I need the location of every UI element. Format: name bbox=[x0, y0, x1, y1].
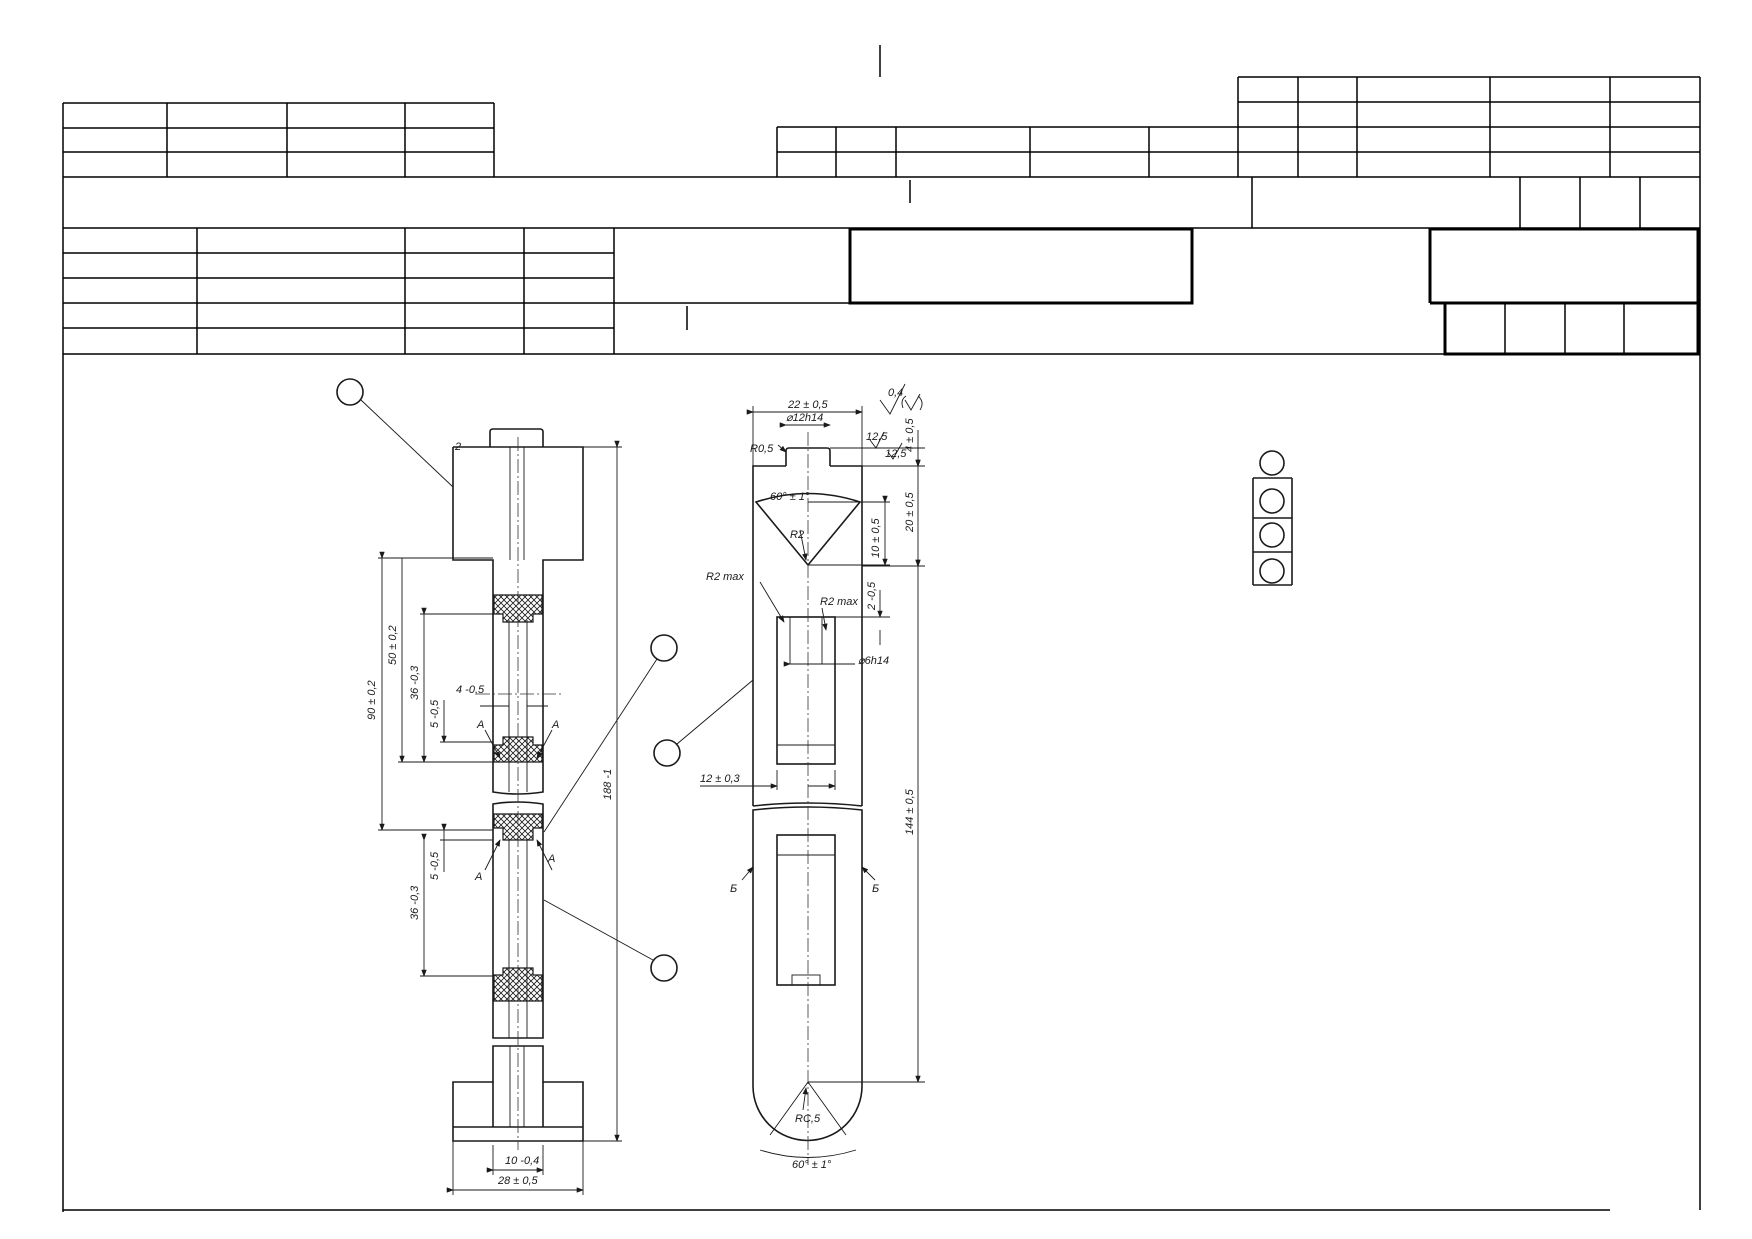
dim-label: 60° ± 1° bbox=[792, 1159, 832, 1171]
dim-label: R0,5 bbox=[750, 443, 774, 455]
dim-label: 90 ± 0,2 bbox=[366, 680, 378, 720]
dim-label: 12 ± 0,3 bbox=[700, 773, 741, 785]
section-label: A bbox=[474, 871, 482, 883]
title-block bbox=[62, 45, 1701, 1212]
dim-label: 144 ± 0,5 bbox=[904, 788, 916, 835]
header-grid-top-right bbox=[776, 76, 1701, 1210]
dim-label: 12,5 bbox=[866, 431, 888, 443]
callout-stack bbox=[1252, 450, 1293, 586]
section-label: A bbox=[547, 853, 555, 865]
dim-label: 28 ± 0,5 bbox=[497, 1175, 539, 1187]
callout-circle-1 bbox=[336, 378, 364, 406]
dim-label: 20 ± 0,5 bbox=[904, 491, 916, 533]
dim-label: ⌀6h14 bbox=[858, 655, 889, 667]
callout-circle-2 bbox=[650, 634, 678, 662]
header-grid-top-left bbox=[62, 102, 495, 1212]
callout-circle-3 bbox=[653, 739, 681, 767]
dim-label: 2 -0,5 bbox=[866, 581, 878, 611]
callout-circle-4 bbox=[650, 954, 678, 982]
section-label: Б bbox=[872, 883, 879, 895]
dim-label: 5 -0,5 bbox=[429, 851, 441, 880]
dim-label: R2 max bbox=[820, 596, 858, 608]
right-view: 22 ± 0,5 ⌀12h14 R0,5 12,5 12,5 4 ± 0,5 6… bbox=[700, 383, 925, 1171]
header-grid-lower-left bbox=[63, 228, 850, 354]
header-band bbox=[63, 176, 1700, 229]
dim-label: RC,5 bbox=[795, 1113, 821, 1125]
dim-label: 5 -0,5 bbox=[429, 699, 441, 728]
dim-label: 4 -0,5 bbox=[456, 684, 485, 696]
dim-label: R2 bbox=[790, 529, 804, 541]
dim-label: ⌀12h14 bbox=[786, 412, 823, 424]
dim-label: 10 -0,4 bbox=[505, 1155, 539, 1167]
callouts bbox=[336, 378, 1293, 982]
left-view: 2 90 ± 0,2 50 ± 0,2 36 -0,3 4 -0,5 5 -0,… bbox=[366, 428, 622, 1195]
dim-label: 12,5 bbox=[885, 448, 907, 460]
dim-label: 4 ± 0,5 bbox=[904, 418, 916, 452]
section-label: Б bbox=[730, 883, 737, 895]
dim-label: 10 ± 0,5 bbox=[870, 517, 882, 558]
dim-label: R2 max bbox=[706, 571, 744, 583]
dim-label: 36 -0,3 bbox=[409, 885, 421, 920]
dim-label: 50 ± 0,2 bbox=[387, 625, 399, 665]
dim-label: 2 bbox=[454, 441, 461, 453]
dim-label: 36 -0,3 bbox=[409, 665, 421, 700]
section-label: A bbox=[551, 719, 559, 731]
dim-label: 188 -1 bbox=[602, 769, 614, 800]
dim-label: 60° ± 1° bbox=[770, 491, 810, 503]
section-label: A bbox=[476, 719, 484, 731]
roughness-label: 0,4 bbox=[888, 387, 903, 399]
dim-label: 22 ± 0,5 bbox=[787, 399, 829, 411]
header-thick-boxes bbox=[848, 227, 1700, 356]
